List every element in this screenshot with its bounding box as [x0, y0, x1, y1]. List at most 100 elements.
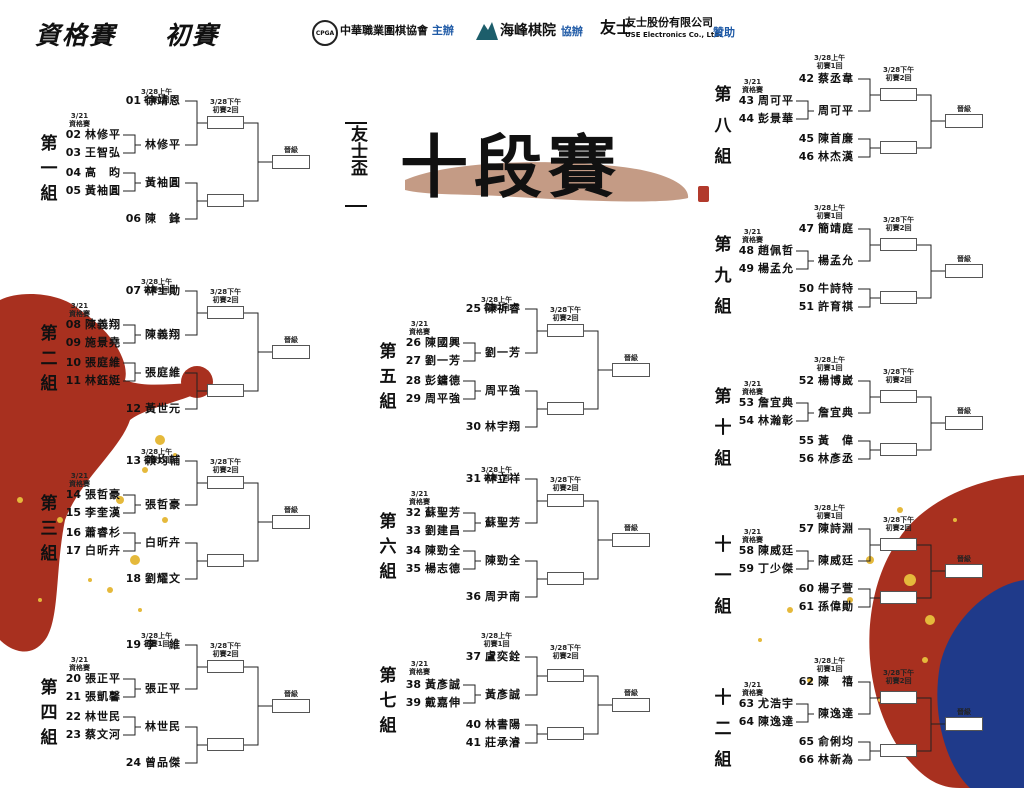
seed-player-name: 劉耀文	[145, 572, 181, 585]
group-label-char: 第	[40, 134, 58, 154]
qualifier-label-line: 資格賽	[742, 86, 763, 94]
round2-label-line: 3/28下午	[210, 458, 242, 466]
seed-player-number: 40	[465, 718, 481, 731]
round1-label-line: 初賽1回	[143, 640, 170, 648]
group-label-char: 三	[40, 519, 58, 539]
advance-label: 晉級	[957, 255, 971, 263]
qualifier-label-line: 3/21	[70, 656, 89, 664]
qualifier-player-number: 54	[738, 414, 754, 427]
event-title: 十段賽	[400, 128, 623, 208]
round2-label-line: 初賽2回	[212, 296, 239, 304]
qualifier-player-name: 高 昀	[85, 166, 121, 179]
group-label-char: 組	[379, 562, 397, 582]
seed-player-number: 41	[465, 736, 481, 749]
qualifier-player-name: 白昕卉	[85, 544, 121, 557]
seed-player-name: 黃 偉	[818, 434, 854, 447]
qualifier-player-number: 29	[405, 392, 421, 405]
qualifier-player-name: 林瀚彰	[758, 414, 794, 427]
round2-winner-box	[880, 538, 917, 551]
round1-label-line: 初賽1回	[816, 212, 843, 220]
advance-label: 晉級	[284, 146, 298, 154]
group-label: 第二組	[38, 322, 60, 397]
organizer-co: 海峰棋院 協辦	[500, 20, 583, 40]
qualifier-label-line: 3/21	[743, 528, 762, 536]
qualifier-player-number: 34	[405, 544, 421, 557]
advance-label: 晉級	[284, 336, 298, 344]
group-label-char: 組	[714, 449, 732, 469]
qualifier-player-number: 26	[405, 336, 421, 349]
group-label-char: 組	[714, 147, 732, 167]
seal-stamp	[698, 186, 709, 202]
qualifier-label-line: 3/21	[743, 681, 762, 689]
round1-label: 3/28上午初賽1回	[814, 204, 845, 220]
seed-player-name: 林立祥	[485, 472, 521, 485]
seed-player-name: 李 維	[145, 638, 181, 651]
round2-label-line: 3/28下午	[883, 66, 915, 74]
round1-label-line: 3/28上午	[814, 657, 846, 665]
group-label-char: 十	[714, 535, 732, 555]
qualifier-winner-name: 陳威廷	[818, 554, 854, 567]
round2-label: 3/28下午初賽2回	[883, 669, 914, 685]
seed-player-name: 楊子萱	[818, 582, 854, 595]
round2-label-line: 初賽2回	[885, 524, 912, 532]
round2-label: 3/28下午初賽2回	[883, 516, 914, 532]
seed-player-number: 42	[798, 72, 814, 85]
group-label-char: 十	[714, 418, 732, 438]
seed-player-number: 19	[125, 638, 141, 651]
group-label-char: 五	[379, 367, 397, 387]
qualifier-label-line: 3/21	[70, 112, 89, 120]
qualifier-player-number: 39	[405, 696, 421, 709]
qualifier-winner-name: 白昕卉	[145, 536, 181, 549]
organizer-sponsor-name-en: USE Electronics Co., Ltd.	[625, 31, 722, 39]
round1-label-line: 3/28上午	[141, 278, 173, 286]
round1-label-line: 初賽1回	[816, 62, 843, 70]
organizer-co-name: 海峰棋院	[500, 23, 556, 39]
qualifier-player-name: 張凱馨	[85, 690, 121, 703]
round2-label-line: 3/28下午	[883, 368, 915, 376]
qualifier-winner-name: 張哲豪	[145, 498, 181, 511]
round1-label: 3/28上午初賽1回	[481, 466, 512, 482]
seed-player-name: 林書陽	[485, 718, 521, 731]
group-label: 第八組	[710, 80, 736, 173]
qualifier-player-number: 53	[738, 396, 754, 409]
qualifier-player-number: 64	[738, 715, 754, 728]
qualifier-player-name: 楊志德	[425, 562, 461, 575]
seed-player-number: 18	[125, 572, 141, 585]
qualifier-player-number: 08	[65, 318, 81, 331]
seed-player-name: 陳 禧	[818, 675, 854, 688]
round2-winner-box	[547, 494, 584, 507]
qualifier-player-name: 陳國興	[425, 336, 461, 349]
round2-label: 3/28下午初賽2回	[210, 98, 241, 114]
group-label-char: 第	[40, 678, 58, 698]
seed-player-name: 林新為	[818, 753, 854, 766]
advance-label: 晉級	[957, 407, 971, 415]
qualifier-player-number: 16	[65, 526, 81, 539]
round1-label-line: 3/28上午	[481, 296, 513, 304]
seed-player-number: 25	[465, 302, 481, 315]
seed-player-number: 31	[465, 472, 481, 485]
seed-player-number: 07	[125, 284, 141, 297]
qualifier-player-number: 21	[65, 690, 81, 703]
round2-label-line: 初賽2回	[885, 677, 912, 685]
round2-winner-box	[547, 727, 584, 740]
seed-player-name: 俞俐均	[818, 735, 854, 748]
qualifier-label-line: 資格賽	[409, 498, 430, 506]
advance-label: 晉級	[957, 708, 971, 716]
qualifier-player-number: 11	[65, 374, 81, 387]
qualifier-player-name: 林世民	[85, 710, 121, 723]
qualifier-player-name: 周可平	[758, 94, 794, 107]
round2-label-line: 初賽2回	[552, 314, 579, 322]
seed-player-number: 30	[465, 420, 481, 433]
qualifier-player-name: 林修平	[85, 128, 121, 141]
qualifier-label-line: 3/21	[743, 228, 762, 236]
round2-label-line: 3/28下午	[210, 288, 242, 296]
seed-player-name: 陳詩淵	[818, 522, 854, 535]
group-label-char: 第	[379, 666, 397, 686]
group-label-char: 組	[40, 184, 58, 204]
group-label-char: 八	[714, 116, 732, 136]
qualifier-player-number: 32	[405, 506, 421, 519]
round2-winner-box	[547, 572, 584, 585]
round2-label-line: 3/28下午	[210, 98, 242, 106]
round2-winner-box	[880, 141, 917, 154]
